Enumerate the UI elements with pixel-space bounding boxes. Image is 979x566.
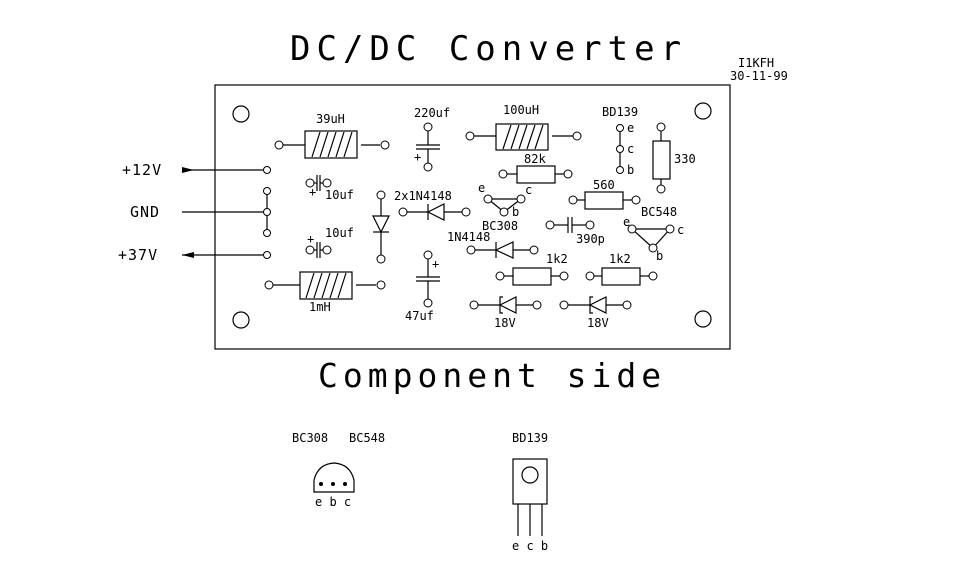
c1-polarity: + <box>414 150 421 164</box>
label-plus37v: +37V <box>118 246 158 264</box>
z2-value: 18V <box>587 316 609 330</box>
mounting-hole-bottom-right <box>694 310 712 328</box>
r5-value: 1k2 <box>609 252 631 266</box>
inductor-l3: 1mH <box>264 271 386 314</box>
q2-label: BC548 <box>641 205 677 219</box>
pinout-power-pins: e c b <box>512 539 548 553</box>
capacitor-c1: 220uf + <box>414 106 450 172</box>
q3-pin-e: e <box>627 121 634 135</box>
c4-value: 47uf <box>405 309 434 323</box>
d-single-label: 1N4148 <box>447 230 490 244</box>
q2-pin-e: e <box>623 215 630 229</box>
c2-polarity: + <box>309 185 316 199</box>
q2-pin-c: c <box>677 223 684 237</box>
c3-value: 10uf <box>325 226 354 240</box>
l3-value: 1mH <box>309 300 331 314</box>
q1-pin-c: c <box>525 183 532 197</box>
connection-gnd: GND <box>130 187 271 237</box>
diagram-title: DC/DC Converter <box>290 29 687 69</box>
mounting-hole-top-left <box>232 105 250 123</box>
arrow-out-icon <box>182 252 194 258</box>
c3-polarity: + <box>307 232 314 246</box>
resistor-r2: 560 <box>568 178 641 210</box>
arrow-in-icon <box>182 167 194 173</box>
transistor-q2-pads: BC548 e c b <box>623 205 684 263</box>
q2-pin-b: b <box>656 249 663 263</box>
pcb-outline <box>214 84 731 350</box>
diode-d1-vertical <box>372 190 390 264</box>
d-pair-label: 2x1N4148 <box>394 189 452 203</box>
connection-plus12v: +12V <box>122 161 271 179</box>
label-plus12v: +12V <box>122 161 162 179</box>
pinout-small-transistor: BC308 BC548 e b c <box>292 431 385 509</box>
c5-value: 390p <box>576 232 605 246</box>
to126-package-icon <box>512 458 548 505</box>
mounting-hole-bottom-left <box>232 311 250 329</box>
q1-pin-b: b <box>512 205 519 219</box>
pinout-power-transistor: BD139 e c b <box>512 431 548 553</box>
r4-value: 1k2 <box>546 252 568 266</box>
zener-z2: 18V <box>559 296 632 330</box>
pinout-small-pins: e b c <box>315 495 351 509</box>
diode-d3: 1N4148 <box>447 230 539 259</box>
l1-value: 39uH <box>316 112 345 126</box>
capacitor-c2: + 10uf <box>305 175 354 202</box>
capacitor-c5: 390p <box>545 217 605 246</box>
c4-polarity: + <box>432 257 439 271</box>
drawing-date: 30-11-99 <box>730 69 788 83</box>
subtitle-component-side: Component side <box>318 356 666 395</box>
transistor-q1-pads: e c b BC308 <box>478 181 532 233</box>
label-gnd: GND <box>130 203 160 221</box>
q1-pin-e: e <box>478 181 485 195</box>
c2-value: 10uf <box>325 188 354 202</box>
resistor-r1: 82k <box>498 152 573 184</box>
z1-value: 18V <box>494 316 516 330</box>
author-callsign: I1KFH <box>738 56 774 70</box>
zener-z1: 18V <box>469 296 542 330</box>
resistor-r3: 330 <box>652 122 696 194</box>
l2-value: 100uH <box>503 103 539 117</box>
capacitor-c3: + 10uf <box>305 226 354 258</box>
mounting-hole-top-right <box>694 102 712 120</box>
inductor-l1: 39uH <box>274 112 390 159</box>
q1-label: BC308 <box>482 219 518 233</box>
pinout-bd139-label: BD139 <box>512 431 548 445</box>
capacitor-c4: + 47uf <box>405 250 440 323</box>
q3-pin-c: c <box>627 142 634 156</box>
c1-value: 220uf <box>414 106 450 120</box>
r3-value: 330 <box>674 152 696 166</box>
q3-pin-b: b <box>627 163 634 177</box>
connection-plus37v: +37V <box>118 246 271 264</box>
pinout-bc308-label: BC308 <box>292 431 328 445</box>
resistor-r5: 1k2 <box>585 252 658 286</box>
q3-label: BD139 <box>602 105 638 119</box>
r2-value: 560 <box>593 178 615 192</box>
resistor-r4: 1k2 <box>495 252 569 286</box>
transistor-q3-pads: BD139 e c b <box>602 105 638 177</box>
r1-value: 82k <box>524 152 546 166</box>
pinout-bc548-label: BC548 <box>349 431 385 445</box>
inductor-l2: 100uH <box>465 103 582 151</box>
diode-d2-horizontal: 2x1N4148 <box>394 189 471 221</box>
to92-package-icon <box>313 462 355 493</box>
